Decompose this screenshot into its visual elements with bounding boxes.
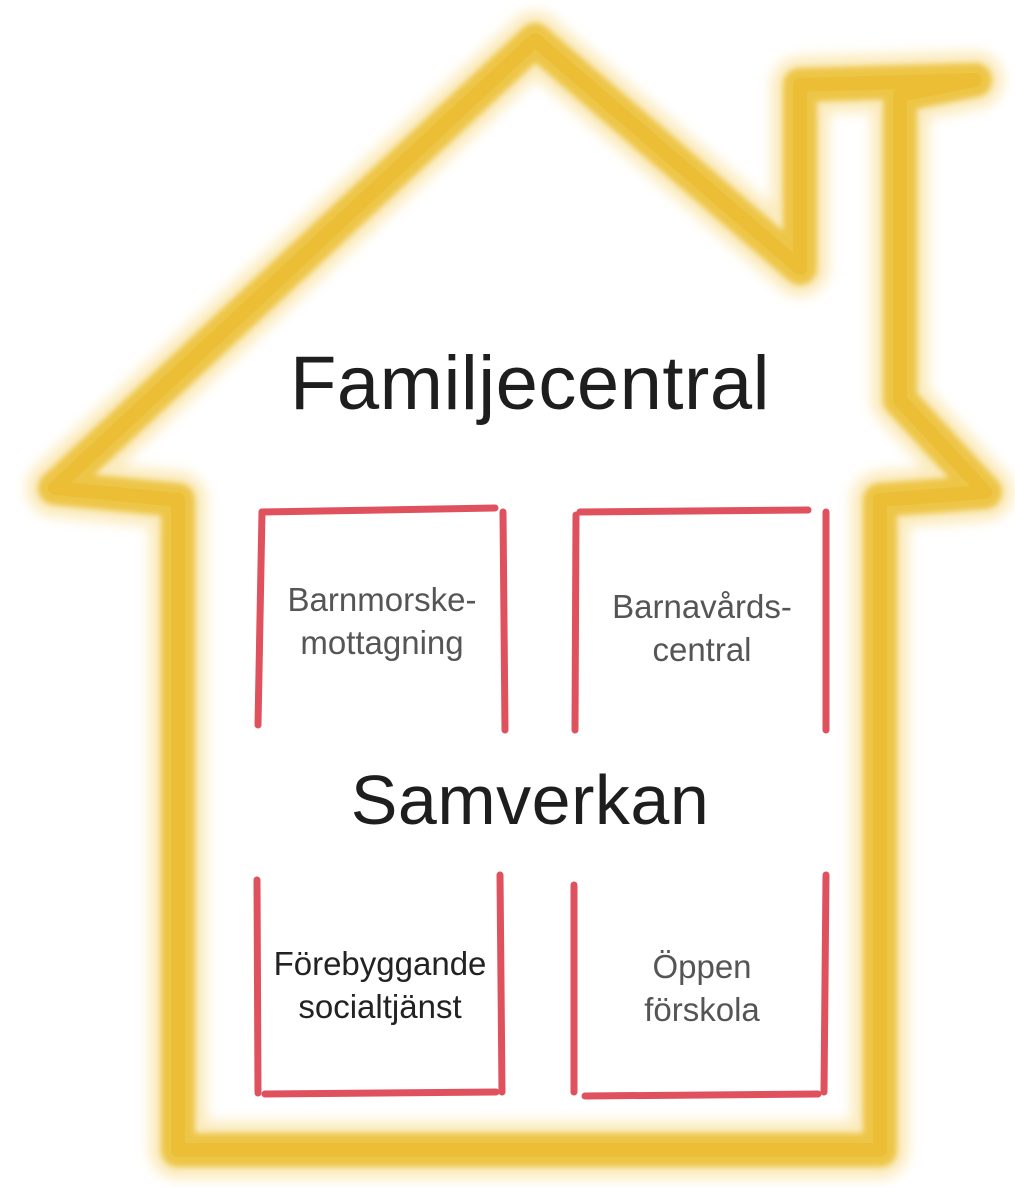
room-outline-top-right (571, 506, 830, 734)
room-label-barnavardscentral: Barnavårds- central (580, 585, 824, 671)
room-label-line: Förebyggande (273, 945, 487, 982)
room-label-line: förskola (644, 991, 760, 1028)
center-label: Samverkan (350, 761, 710, 839)
room-label-line: Öppen (652, 948, 752, 985)
diagram-title: Familjecentral (289, 341, 771, 426)
room-outline-bottom-left (253, 871, 506, 1098)
room-label-line: socialtjänst (298, 988, 462, 1025)
room-label-oppen-forskola: Öppen förskola (580, 945, 824, 1031)
room-outline-bottom-right (570, 871, 830, 1100)
room-label-line: Barnavårds- (612, 588, 792, 625)
room-label-line: mottagning (300, 624, 464, 661)
room-label-line: central (652, 631, 752, 668)
room-outline-top-left (254, 504, 509, 734)
room-label-barnmorskemottagning: Barnmorske- mottagning (262, 578, 502, 664)
house-outline (26, 11, 1014, 1179)
room-label-forebyggande-socialtjanst: Förebyggande socialtjänst (256, 942, 504, 1028)
room-label-line: Barnmorske- (287, 581, 477, 618)
